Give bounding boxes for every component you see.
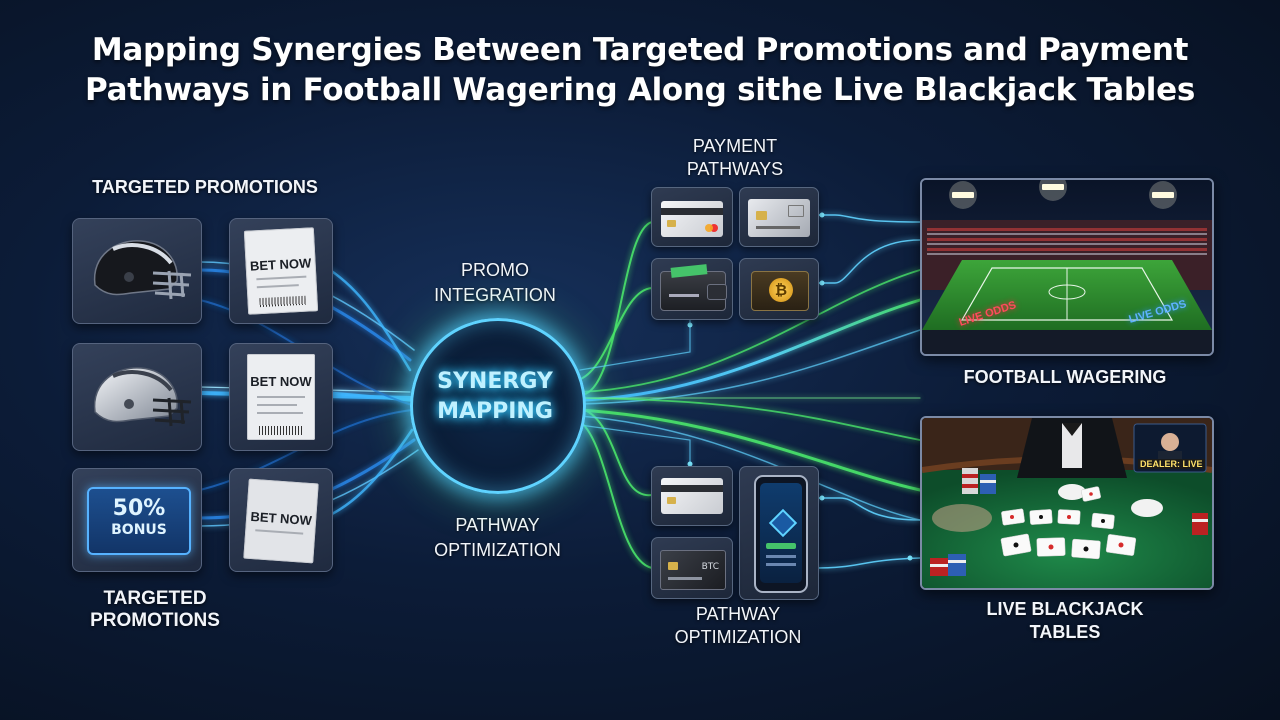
football-helmet-dark-icon [93, 240, 192, 300]
payment-tile-wallet [651, 258, 733, 320]
crumpled-bet-slip-icon: BET NOW [243, 478, 319, 564]
hub-line-2: MAPPING [437, 399, 553, 424]
dark-card-icon: BTC [660, 550, 726, 590]
credit-card-icon [661, 201, 723, 237]
pathway-optimization-bottom-line-1: PATHWAY [695, 604, 781, 624]
hub-line-1: SYNERGY [437, 369, 553, 394]
bonus-tile: 50% BONUS [72, 468, 202, 572]
bonus-label: BONUS [111, 522, 167, 538]
pathway-optimization-mid-line-2: OPTIMIZATION [434, 540, 561, 560]
credit-card-silver-icon [748, 199, 810, 237]
helmet-tile-dark [72, 218, 202, 324]
promo-integration-line-1: PROMO [460, 260, 529, 280]
blackjack-table-illustration [922, 418, 1212, 588]
optimization-tile-dark-card: BTC [651, 537, 733, 599]
synergy-hub-label: SYNERGY MAPPING [410, 367, 580, 427]
pathway-optimization-label-mid: PATHWAY OPTIMIZATION [415, 513, 580, 563]
live-blackjack-image: DEALER: LIVE [920, 416, 1214, 590]
targeted-promotions-line-1: TARGETED [103, 588, 207, 609]
promo-integration-line-2: INTEGRATION [434, 285, 556, 305]
bet-slip-icon: BET NOW [243, 227, 319, 315]
dark-card-text: BTC [701, 562, 719, 572]
pathway-optimization-mid-line-1: PATHWAY [455, 515, 540, 535]
synergy-hub [410, 318, 586, 494]
bonus-value: 50% [112, 496, 166, 521]
bet-slip-text: BET NOW [249, 255, 312, 274]
page-title: Mapping Synergies Between Targeted Promo… [0, 30, 1280, 110]
pathway-optimization-bottom-line-2: OPTIMIZATION [674, 627, 802, 647]
live-blackjack-line-1: LIVE BLACKJACK [986, 599, 1144, 619]
payment-pathways-label: PAYMENT PATHWAYS [640, 135, 830, 181]
bonus-ticket-icon: 50% BONUS [87, 487, 191, 555]
pathway-optimization-label-bottom: PATHWAY OPTIMIZATION [648, 603, 828, 649]
optimization-tile-card [651, 466, 733, 526]
bet-slip-tile-3: BET NOW [229, 468, 333, 572]
live-blackjack-label: LIVE BLACKJACK TABLES [940, 598, 1190, 644]
live-blackjack-line-2: TABLES [1029, 622, 1101, 642]
title-line-2: Pathways in Football Wagering Along sith… [84, 72, 1196, 108]
football-helmet-silver-icon [93, 367, 192, 427]
payment-tile-card [651, 187, 733, 247]
bet-slip-icon: BET NOW [247, 354, 315, 440]
optimization-tile-mobile [739, 466, 819, 600]
payment-tile-card-silver [739, 187, 819, 247]
football-stadium-image: LIVE ODDS LIVE ODDS [920, 178, 1214, 356]
promo-integration-label: PROMO INTEGRATION [420, 258, 570, 308]
bet-slip-tile-2: BET NOW [229, 343, 333, 451]
targeted-promotions-label-bottom: TARGETED PROMOTIONS [60, 588, 250, 632]
bet-slip-tile-1: BET NOW [229, 218, 333, 324]
dealer-live-sign: DEALER: LIVE [1138, 459, 1205, 469]
payment-pathways-line-1: PAYMENT [692, 136, 778, 156]
helmet-tile-silver [72, 343, 202, 451]
football-wagering-label: FOOTBALL WAGERING [963, 367, 1167, 387]
bet-slip-text: BET NOW [250, 508, 313, 529]
stadium-illustration [922, 180, 1212, 354]
title-line-1: Mapping Synergies Between Targeted Promo… [91, 32, 1189, 68]
targeted-promotions-line-2: PROMOTIONS [90, 610, 220, 631]
wallet-icon [660, 264, 727, 311]
payment-pathways-line-2: PATHWAYS [686, 159, 784, 179]
crypto-wallet-icon: ₿ [751, 271, 809, 311]
payment-tile-crypto: ₿ [739, 258, 819, 320]
mobile-payment-icon [754, 475, 808, 593]
targeted-promotions-label-top: TARGETED PROMOTIONS [92, 177, 318, 197]
credit-card-icon [661, 478, 723, 514]
bet-slip-text: BET NOW [250, 374, 312, 389]
